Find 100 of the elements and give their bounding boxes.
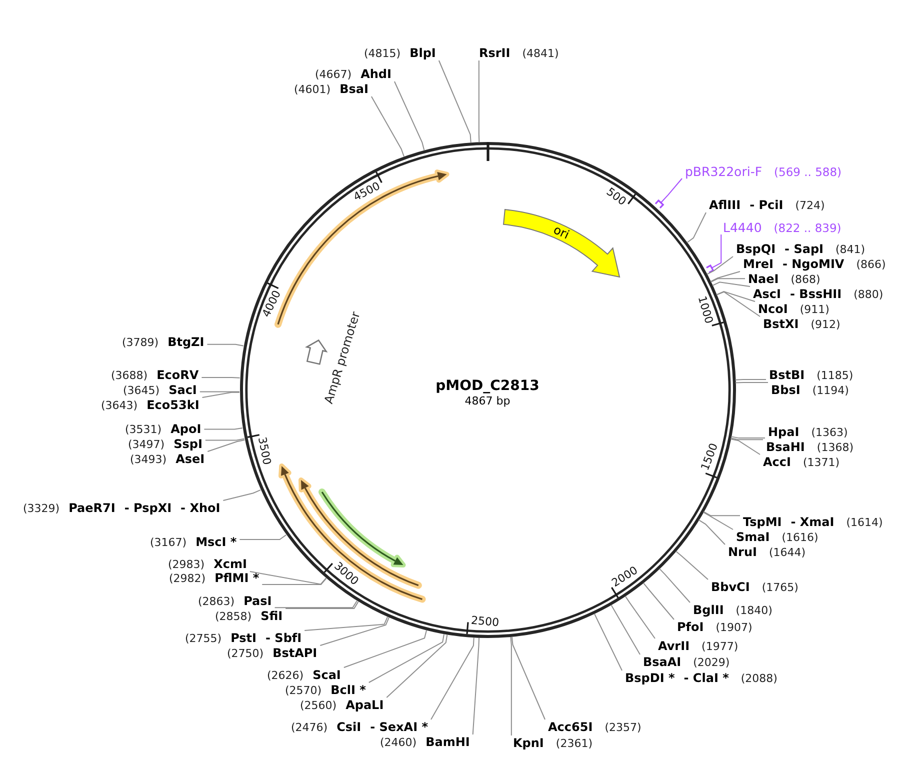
leader-line — [698, 519, 726, 545]
restriction-site-label: (3329) PaeR7I - PspXI - XhoI — [20, 500, 224, 516]
leader-line — [222, 489, 262, 501]
tick-label: 1000 — [696, 294, 715, 325]
leader-line — [262, 578, 327, 585]
restriction-site-label: (3645) SacI — [120, 382, 200, 398]
restriction-site-label: BspQI - SapI (841) — [733, 242, 868, 256]
tick-label: 4500 — [352, 180, 382, 204]
leader-line — [478, 60, 480, 143]
leader-line — [206, 344, 244, 346]
restriction-site-label: AflIII - PciI (724) — [706, 198, 828, 212]
feature-label: ori — [550, 223, 571, 242]
leader-line — [343, 630, 427, 668]
leader-line — [239, 534, 287, 540]
plasmid-size: 4867 bp — [464, 396, 510, 408]
restriction-site-label: BsaHI (1368) — [763, 440, 856, 454]
restriction-site-label: (3167) MscI * — [147, 534, 240, 550]
leader-line — [204, 428, 243, 430]
restriction-site-label: (2560) ApaLI — [297, 698, 387, 712]
restriction-site-label: BspDI * - ClaI * (2088) — [622, 670, 780, 686]
restriction-site-label: (4601) BsaI — [291, 82, 372, 96]
restriction-site-label: NcoI (911) — [755, 302, 832, 316]
restriction-site-label: TspMI - XmaI (1614) — [740, 514, 886, 530]
leader-line — [285, 601, 359, 609]
restriction-site-label: (2755) PstI - SbfI — [182, 630, 305, 646]
restriction-site-label: (3688) EcoRV — [108, 368, 202, 382]
primer-label: pBR322ori-F (569 .. 588) — [682, 164, 845, 178]
leader-line — [686, 212, 706, 244]
tick-label: 2500 — [470, 614, 500, 630]
restriction-site-label: Acc65I (2357) — [545, 720, 644, 734]
tick-label: 1500 — [699, 442, 720, 472]
restriction-site-label: (2858) SfiI — [212, 608, 286, 624]
restriction-site-label: BbvCI (1765) — [708, 580, 802, 594]
restriction-site-label: BglII (1840) — [690, 602, 776, 618]
leader-line — [430, 637, 474, 720]
restriction-site-label: (4815) BlpI — [361, 46, 439, 60]
leader-line — [304, 616, 388, 631]
restriction-site-label: MreI - NgoMIV (866) — [740, 256, 889, 272]
leader-line — [730, 438, 760, 455]
leader-line — [510, 636, 512, 736]
leader-line — [712, 282, 750, 287]
leader-line — [642, 582, 674, 620]
restriction-site-label: (2626) ScaI — [264, 668, 344, 682]
restriction-site-label: PfoI (1907) — [674, 620, 756, 634]
primer-label: L4440 (822 .. 839) — [720, 220, 844, 234]
restriction-site-label: (2863) PasI — [195, 594, 275, 608]
restriction-site-label: RsrII (4841) — [476, 46, 562, 60]
leader-line — [716, 291, 760, 317]
leader-line — [734, 382, 768, 384]
restriction-site-label: (3531) ApoI — [122, 422, 204, 436]
leader-line — [594, 613, 622, 671]
tick-label: 3500 — [255, 436, 272, 466]
plasmid-name: pMOD_C2813 — [436, 378, 540, 394]
restriction-site-label: NaeI (868) — [745, 272, 824, 286]
restriction-site-label: (2476) CsiI - SexAI * — [288, 720, 431, 734]
leader-line — [274, 600, 358, 608]
tick-label: 500 — [604, 186, 628, 208]
leader-line — [730, 438, 764, 440]
restriction-site-label: (2460) BamHI — [377, 734, 473, 750]
restriction-site-label: SmaI (1616) — [733, 530, 822, 544]
restriction-site-label: (3789) BtgZI — [119, 334, 208, 350]
leader-line — [703, 511, 740, 516]
restriction-site-label: BstBI (1185) — [766, 368, 856, 382]
restriction-site-label: BbsI (1194) — [768, 382, 852, 398]
leader-line — [386, 634, 448, 698]
leader-line — [610, 604, 640, 655]
leader-line — [320, 617, 390, 646]
restriction-site-label: BsaAI (2029) — [640, 654, 733, 670]
restriction-site-label: HpaI (1363) — [765, 424, 851, 440]
leader-line — [730, 436, 766, 439]
leader-line — [201, 377, 240, 378]
leader-line — [675, 550, 708, 580]
leader-line — [716, 291, 756, 302]
restriction-site-label: KpnI (2361) — [510, 736, 596, 750]
leader-line — [660, 178, 682, 204]
restriction-site-label: (2570) BclI * — [282, 682, 369, 698]
tick-label: 4000 — [260, 289, 284, 320]
leader-line — [658, 568, 690, 603]
leader-line — [204, 438, 245, 441]
leader-line — [249, 571, 326, 585]
leader-line — [199, 391, 240, 392]
feature-arrow — [502, 208, 621, 279]
leader-line — [734, 379, 766, 380]
restriction-site-label: AscI - BssHII (880) — [750, 286, 886, 302]
leader-line — [624, 596, 656, 639]
restriction-site-label: AvrII (1977) — [655, 638, 742, 654]
leader-line — [394, 81, 425, 151]
leader-line — [438, 60, 472, 144]
restriction-site-label: (3493) AseI — [127, 452, 208, 466]
leader-line — [202, 392, 240, 398]
restriction-site-label: (2750) BstAPI — [224, 646, 320, 660]
leader-line — [370, 96, 404, 157]
leader-line — [368, 634, 444, 683]
leader-line — [710, 271, 740, 282]
leader-line — [207, 440, 246, 452]
leader-line — [511, 636, 546, 720]
restriction-site-label: (3643) Eco53kI — [98, 398, 202, 412]
leader-line — [710, 278, 746, 283]
leader-line — [706, 256, 734, 275]
restriction-site-label: BstXI (912) — [760, 316, 844, 332]
